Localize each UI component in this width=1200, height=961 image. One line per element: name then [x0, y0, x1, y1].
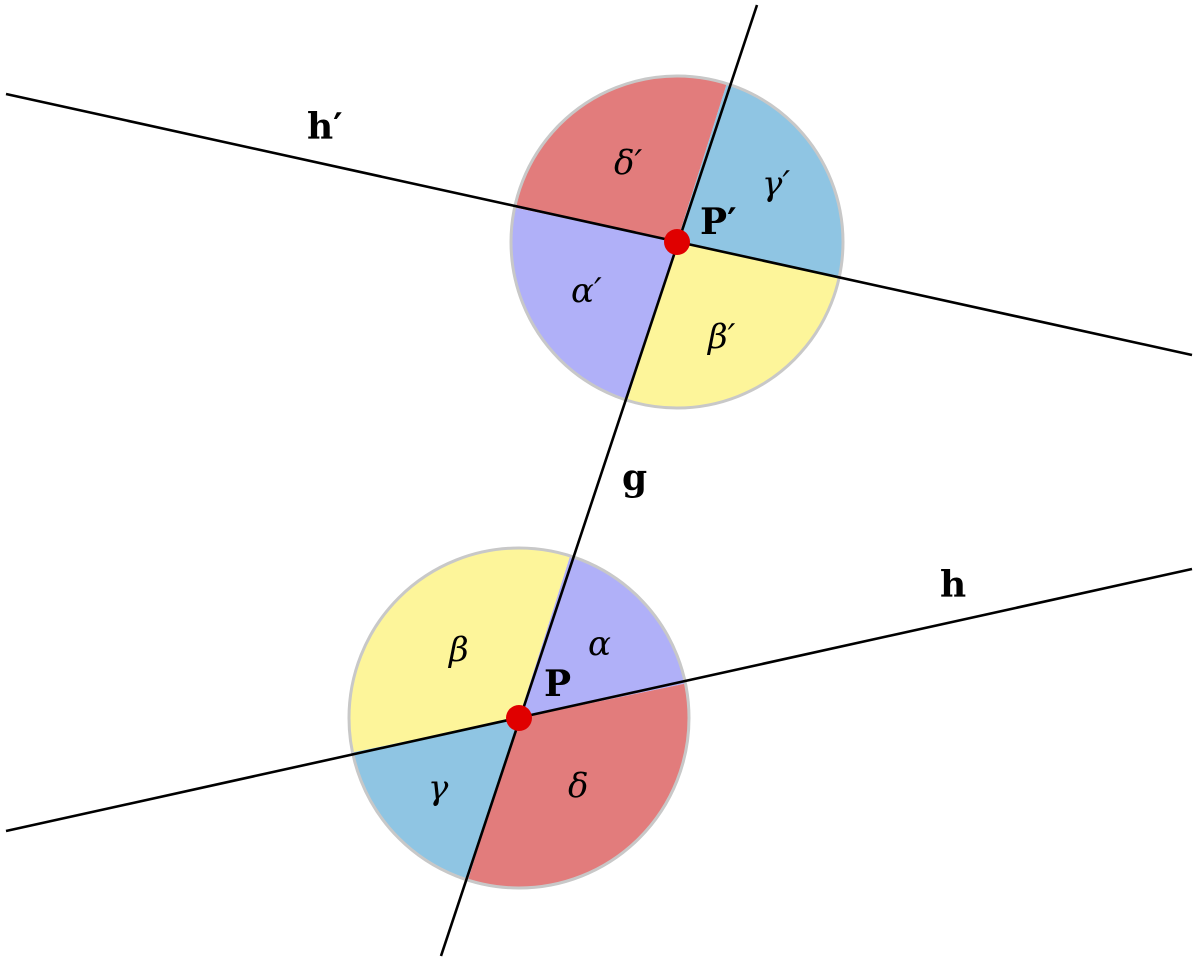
- label-h-prime: h′: [307, 106, 343, 148]
- gamma-sector: [353, 718, 519, 880]
- point-p-prime-marker: [664, 229, 690, 255]
- line-h: [5, 567, 1193, 833]
- lower-disc-rim: [347, 546, 691, 890]
- label-alpha-prime: α′: [571, 271, 602, 311]
- label-h: h: [940, 564, 966, 606]
- line-g: [439, 4, 759, 957]
- line-h-prime: [5, 92, 1193, 357]
- alpha-prime-sector: [511, 207, 677, 400]
- label-gamma: γ: [428, 768, 449, 808]
- gamma-prime-sector: [677, 84, 843, 277]
- lower-angle-disc: [347, 546, 691, 890]
- label-beta: β: [447, 630, 469, 670]
- label-alpha: α: [588, 624, 611, 664]
- label-beta-prime: β′: [706, 317, 736, 357]
- label-delta-prime: δ′: [614, 143, 642, 183]
- label-p-prime: P′: [700, 201, 737, 243]
- label-gamma-prime: γ′: [762, 164, 790, 204]
- point-p-marker: [506, 705, 532, 731]
- label-delta: δ: [568, 766, 588, 806]
- upper-angle-disc: [509, 74, 845, 410]
- label-p: P: [544, 663, 571, 705]
- upper-disc-rim: [509, 74, 845, 410]
- beta-sector: [350, 549, 570, 753]
- label-g: g: [622, 457, 647, 499]
- delta-sector: [468, 683, 688, 887]
